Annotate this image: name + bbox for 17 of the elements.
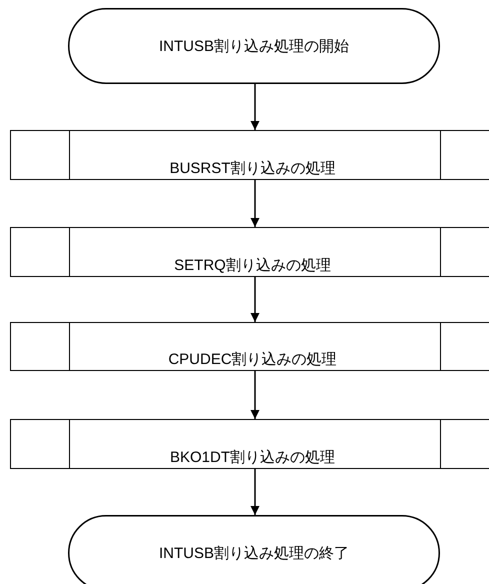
arrow <box>250 180 260 227</box>
terminal-shape <box>68 515 440 584</box>
arrow <box>250 371 260 419</box>
step-label: INTUSB割り込み処理の終了 <box>158 544 349 562</box>
process-box <box>10 227 489 277</box>
step-label: BKO1DT割り込みの処理 <box>168 448 336 467</box>
arrow <box>250 277 260 322</box>
process-box <box>10 130 489 180</box>
arrow <box>250 84 260 130</box>
arrow <box>250 469 260 515</box>
step-label: INTUSB割り込み処理の開始 <box>158 36 349 56</box>
step-label: SETRQ割り込みの処理 <box>173 256 332 275</box>
step-label: BUSRST割り込みの処理 <box>168 159 336 178</box>
terminal-shape <box>68 8 440 84</box>
process-box <box>10 322 489 371</box>
step-label: CPUDEC割り込みの処理 <box>167 350 338 369</box>
process-box <box>10 419 489 469</box>
